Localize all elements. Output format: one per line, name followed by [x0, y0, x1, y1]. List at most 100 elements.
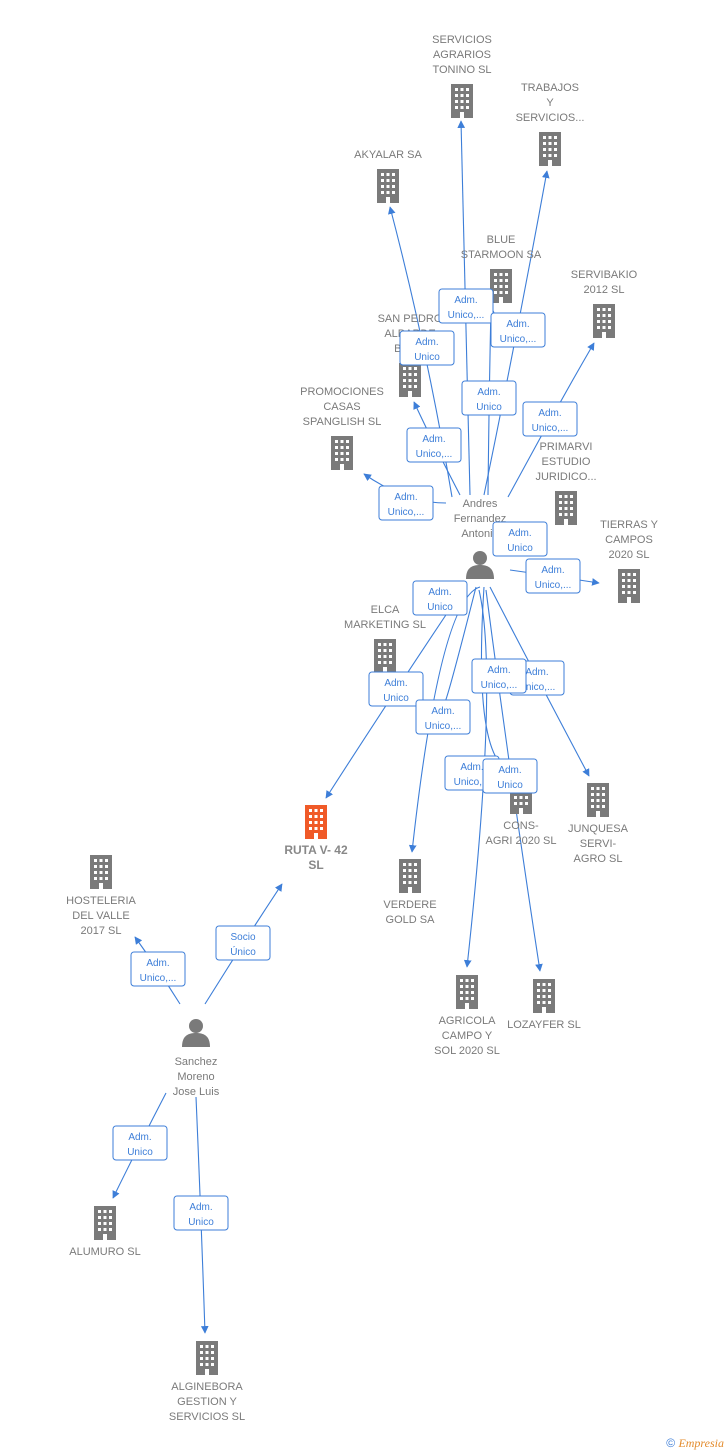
edge-label-border — [492, 521, 548, 557]
edge-label-line: Unico — [383, 693, 409, 704]
node-alumuro[interactable]: ALUMURO SL — [69, 1206, 141, 1258]
building-icon — [90, 855, 112, 889]
node-label-line: DEL VALLE — [72, 910, 129, 922]
node-label-line: CONS- — [503, 820, 539, 832]
node-label-line: ELCA — [371, 604, 400, 616]
edge-label-border — [412, 580, 468, 616]
node-cons-agri[interactable]: CONS- AGRI 2020 SL — [486, 780, 557, 847]
edge-label-border — [438, 288, 494, 324]
node-label-line: AGRI 2020 SL — [486, 835, 557, 847]
edge-label-box[interactable]: Adm.Unico,... — [471, 658, 527, 694]
node-label-line: AGRARIOS — [433, 49, 491, 61]
edge-label-border — [399, 330, 455, 366]
node-trabajos-servicios[interactable]: TRABAJOSYSERVICIOS... — [516, 82, 585, 166]
node-label-line: ALGINEBORA — [171, 1381, 243, 1393]
node-label-line: AKYALAR SA — [354, 149, 422, 161]
edge-label-line: Adm. — [487, 665, 510, 676]
edge-label-border — [406, 427, 462, 463]
edge-label-line: Unico,... — [448, 310, 485, 321]
node-label-line: CASAS — [323, 401, 360, 413]
edge-label-border — [173, 1195, 229, 1231]
node-label-line: Sanchez — [175, 1056, 218, 1068]
node-label-line: TRABAJOS — [521, 82, 579, 94]
edge-label-border — [461, 380, 517, 416]
edge-label-border — [378, 485, 434, 521]
edge-label-box[interactable]: Adm. Unico,... — [415, 699, 471, 735]
edge-label-line: Adm. — [525, 667, 548, 678]
edges-layer — [112, 120, 600, 1334]
edge-label-line: Unico,... — [500, 334, 537, 345]
edge-label-box[interactable]: Adm. Unico — [112, 1125, 168, 1161]
node-label-line: TONINO SL — [432, 64, 491, 76]
edge-label-line: Unico,... — [454, 777, 491, 788]
edge-label-box[interactable]: Adm.Unico — [173, 1195, 229, 1231]
node-primarvi[interactable]: PRIMARVIESTUDIOJURIDICO... — [535, 441, 597, 525]
edge-label-line: Adm. — [384, 678, 407, 689]
edge-label-line: Adm. — [431, 706, 454, 717]
node-label-line: MARKETING SL — [344, 619, 426, 631]
building-icon — [587, 783, 609, 817]
edge-label-line: Adm. — [394, 492, 417, 503]
node-label-line: Fernandez — [454, 513, 507, 525]
building-icon — [305, 805, 327, 839]
edge-label-box[interactable]: Adm.Unico,... — [378, 485, 434, 521]
node-label-line: SERVIBAKIO — [571, 269, 638, 281]
node-label-line: ESTUDIO — [542, 456, 591, 468]
building-icon — [618, 569, 640, 603]
edge-label-border — [415, 699, 471, 735]
edge-label-box[interactable]: Adm.Unico — [482, 758, 538, 794]
person-icon — [182, 1019, 210, 1047]
edge-label-box[interactable]: Adm.Unico,... — [522, 401, 578, 437]
edge-label-box[interactable]: Adm.Unico,... — [406, 427, 462, 463]
edge-label-box[interactable]: Adm. Unico,... — [525, 558, 581, 594]
edge-label-border — [130, 951, 186, 987]
node-blue-starmoon[interactable]: BLUE STARMOON SA — [461, 234, 542, 303]
edge-label-box[interactable]: Adm. Unico — [368, 671, 424, 707]
edge-label-line: Adm. — [128, 1132, 151, 1143]
node-lozayfer[interactable]: LOZAYFER SL — [507, 979, 581, 1031]
node-label-line: TIERRAS Y — [600, 519, 659, 531]
building-icon — [593, 304, 615, 338]
edge-label-box[interactable]: Adm.Unico — [492, 521, 548, 557]
copyright-symbol: © — [666, 1436, 676, 1450]
edge-label-box[interactable]: Adm.Unico — [399, 330, 455, 366]
building-icon — [451, 84, 473, 118]
edge-label-box[interactable]: Adm. Unico,... — [490, 312, 546, 348]
edge-label-border — [482, 758, 538, 794]
person-icon — [466, 551, 494, 579]
edge-label-box[interactable]: Adm.Unico — [461, 380, 517, 416]
node-akyalar[interactable]: AKYALAR SA — [354, 149, 422, 203]
node-elca[interactable]: ELCA MARKETING SL — [344, 604, 426, 673]
building-icon — [331, 436, 353, 470]
edge-label-line: Adm. — [506, 319, 529, 330]
edge-label-box[interactable]: Adm.Unico,... — [130, 951, 186, 987]
node-label-line: VERDERE — [383, 899, 436, 911]
building-icon — [374, 639, 396, 673]
edge-label-border — [368, 671, 424, 707]
node-label-line: SERVICIOS... — [516, 112, 585, 124]
node-label-line: BLUE — [487, 234, 516, 246]
edge-label-line: Adm. — [541, 565, 564, 576]
edge-label-box[interactable]: Adm.Unico — [412, 580, 468, 616]
edge-label-box[interactable]: Adm.Unico,... — [438, 288, 494, 324]
node-label-line: GESTION Y — [177, 1396, 237, 1408]
edge-label-line: Unico,... — [535, 580, 572, 591]
node-label-line: SOL 2020 SL — [434, 1045, 500, 1057]
edge-label-line: Unico,... — [425, 721, 462, 732]
node-label-line: STARMOON SA — [461, 249, 542, 261]
edge-label-line: Unico — [127, 1147, 153, 1158]
